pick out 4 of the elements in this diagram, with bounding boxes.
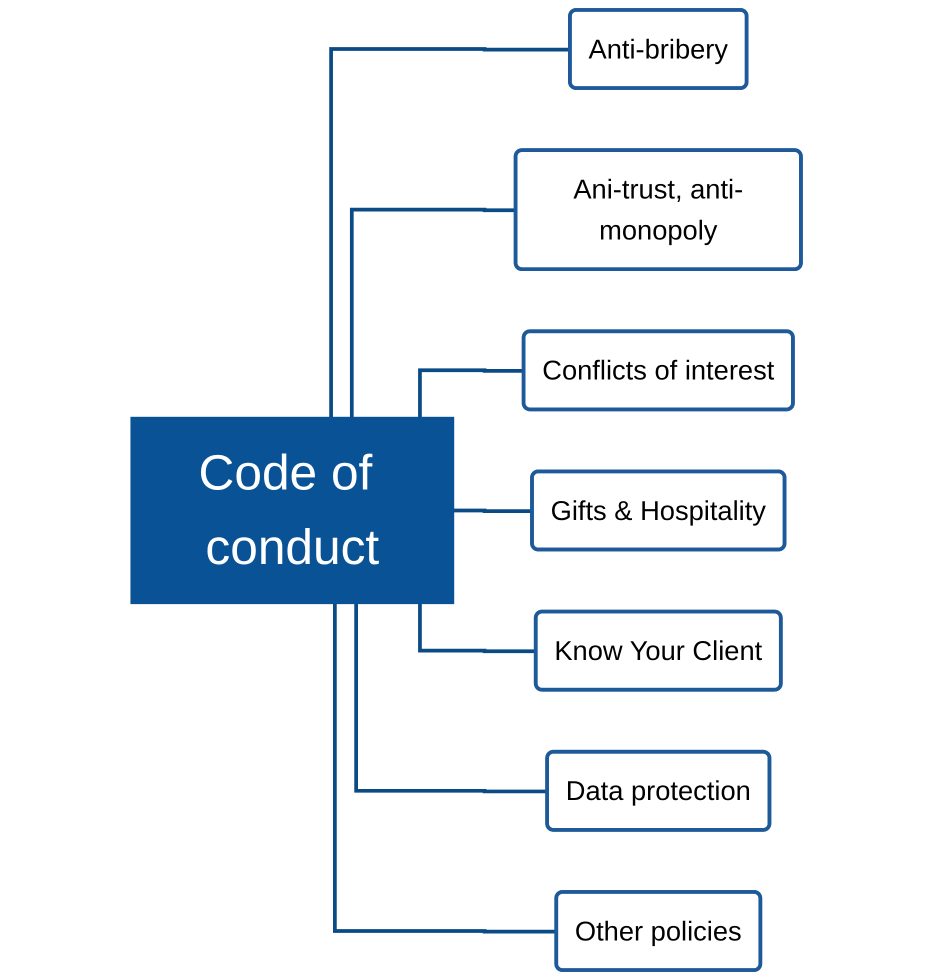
connector — [418, 368, 524, 418]
connector — [418, 604, 536, 654]
node-box: Code of conduct — [130, 416, 454, 604]
connector — [452, 508, 533, 513]
